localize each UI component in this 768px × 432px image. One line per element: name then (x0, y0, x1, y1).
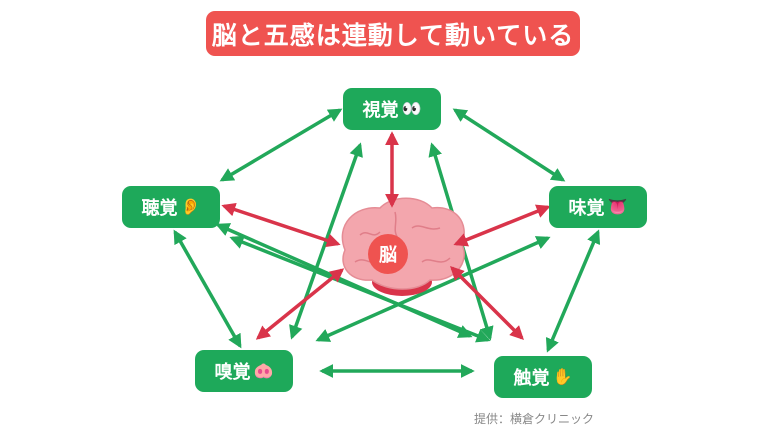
arrow-hearing-smell (173, 229, 242, 349)
ear-icon: 👂 (180, 197, 201, 216)
node-sight: 視覚 👀 (343, 88, 441, 130)
node-sight-label: 視覚 (362, 100, 399, 121)
node-smell: 嗅覚 🐽 (195, 350, 293, 392)
node-hearing: 聴覚 👂 (122, 186, 220, 228)
arrow-brain-taste (453, 204, 551, 247)
node-smell-label: 嗅覚 (214, 362, 251, 383)
node-touch-label: 触覚 (513, 368, 550, 389)
tongue-icon: 👅 (607, 197, 628, 216)
credit-text: 提供：横倉クリニック (474, 412, 595, 426)
hand-icon: ✋ (552, 367, 573, 386)
arrow-brain-touch (450, 266, 524, 340)
arrow-taste-smell (315, 236, 551, 342)
arrow-brain-smell (255, 268, 345, 340)
diagram-title: 脳と五感は連動して動いている (206, 11, 580, 56)
arrow-taste-touch (545, 229, 601, 353)
node-taste: 味覚 👅 (549, 186, 647, 228)
node-taste-label: 味覚 (568, 198, 605, 219)
eyes-icon: 👀 (401, 99, 422, 118)
red-arrows (221, 131, 551, 340)
pig-nose-icon: 🐽 (253, 361, 274, 380)
node-touch: 触覚 ✋ (494, 356, 592, 398)
arrow-brain-hearing (221, 202, 341, 248)
arrow-sight-taste (452, 108, 566, 182)
brain-label: 脳 (368, 234, 408, 274)
node-hearing-label: 聴覚 (141, 198, 178, 219)
arrow-sight-hearing (219, 108, 343, 182)
